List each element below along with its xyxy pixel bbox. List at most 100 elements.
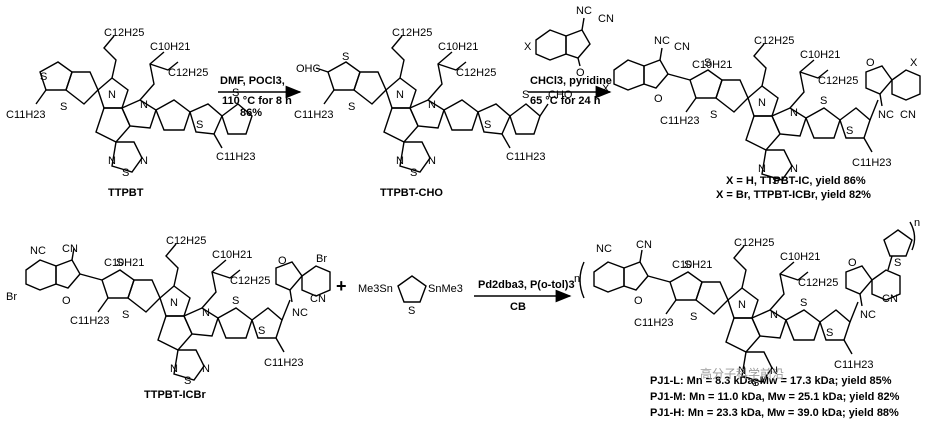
cyano-label: CN [62,243,78,255]
cyano-label: CN [674,41,690,53]
cyano-label: CN [882,293,898,305]
atom-n: N [428,99,436,111]
atom-s: S [894,257,901,269]
atom-o: O [634,295,643,307]
atom-o: O [848,257,857,269]
cyano-label: NC [576,5,592,17]
molecule-bis-stannyl-thiophene [397,275,427,303]
cyano-label: NC [860,309,876,321]
atom-s: S [122,309,129,321]
aldehyde-label: OHC [296,63,321,75]
cyano-label: NC [654,35,670,47]
atom-s: S [184,375,191,387]
substituent-x: X [602,83,610,95]
plus-sign: + [336,276,347,296]
chain-label: C10H21 [800,49,840,61]
atom-n: N [396,89,404,101]
chain-label: C10H21 [212,249,252,261]
chain-label: C11H23 [216,151,256,163]
atom-s: S [232,295,239,307]
watermark-text: 高分子科学前沿 [700,366,784,381]
substituent-br: Br [6,291,17,303]
atom-s: S [800,297,807,309]
chain-label: C11H23 [834,359,874,371]
chain-label: C10H21 [780,251,820,263]
atom-o: O [62,295,71,307]
chain-label: C12H25 [798,277,838,289]
atom-n: N [738,365,746,377]
cyano-label: NC [30,245,46,257]
atom-o: O [654,93,663,105]
product-line-2: X = Br, TTPBT-ICBr, yield 82% [716,189,871,201]
substituent-br: Br [316,253,327,265]
atom-s: S [408,305,415,317]
chain-label: C10H21 [104,257,144,269]
atom-n: N [108,89,116,101]
atom-s: S [60,101,67,113]
molecule-ttpbt [35,35,253,173]
chain-label: C11H23 [294,109,334,121]
chain-label: C12H25 [456,67,496,79]
atom-n: N [758,163,766,175]
atom-s: S [342,51,349,63]
atom-s: S [122,167,129,179]
chain-label: C11H23 [634,317,674,329]
atom-s: S [684,259,691,271]
atom-s: S [772,175,779,187]
reagent-ic [535,17,591,67]
cyano-label: CN [310,293,326,305]
chain-label: C12H25 [230,275,270,287]
atom-n: N [770,365,778,377]
step2-conditions: CHCl3, pyridine [530,75,612,87]
cyano-label: CN [598,13,614,25]
atom-n: N [170,363,178,375]
molecule-pj1-polymer [579,221,916,383]
atom-s: S [232,87,239,99]
chain-label: C12H25 [754,35,794,47]
chain-label: C12H25 [166,235,206,247]
compound-name-ttpbt-cho: TTPBT-CHO [380,187,443,199]
chain-label: C10H21 [438,41,478,53]
chain-label: C11H23 [506,151,546,163]
atom-n: N [396,155,404,167]
atom-o: O [866,57,875,69]
cyano-label: CN [900,109,916,121]
atom-n: N [770,309,778,321]
polymer-data-pj1-l: PJ1-L: Mn = 8.3 kDa, Mw = 17.3 kDa; yiel… [650,375,892,387]
atom-s: S [348,101,355,113]
chain-label: C12H25 [168,67,208,79]
chain-label: C10H21 [150,41,190,53]
atom-n: N [140,155,148,167]
atom-s: S [752,377,759,389]
step1-yield: 86% [240,107,262,119]
atom-n: N [758,97,766,109]
atom-n: N [428,155,436,167]
repeat-unit-n: n [574,273,580,285]
cyano-label: NC [596,243,612,255]
chain-label: C11H23 [852,157,892,169]
molecule-ttpbt-cho [315,35,549,173]
chain-label: C10H21 [672,259,712,271]
chain-label: C12H25 [818,75,858,87]
atom-n: N [738,299,746,311]
atom-s: S [846,125,853,137]
atom-n: N [108,155,116,167]
atom-n: N [202,363,210,375]
atom-s: S [704,57,711,69]
step3-conditions: Pd2dba3, P(o-tol)3 [478,279,575,291]
cyano-label: NC [292,307,308,319]
atom-s: S [484,119,491,131]
molecule-ttpbt-ic [613,43,921,181]
chain-label: C12H25 [104,27,144,39]
step3-conditions: CB [510,301,526,313]
stannyl-label: Me3Sn [358,283,393,295]
chain-label: C12H25 [734,237,774,249]
polymer-data-pj1-m: PJ1-M: Mn = 11.0 kDa, Mw = 25.1 kDa; yie… [650,391,900,403]
atom-s: S [710,109,717,121]
atom-s: S [522,89,529,101]
atom-s: S [40,71,47,83]
stannyl-label: SnMe3 [428,283,463,295]
compound-name-ttpbt-icbr: TTPBT-ICBr [144,389,206,401]
step2-conditions: 65 °C for 24 h [530,95,601,107]
